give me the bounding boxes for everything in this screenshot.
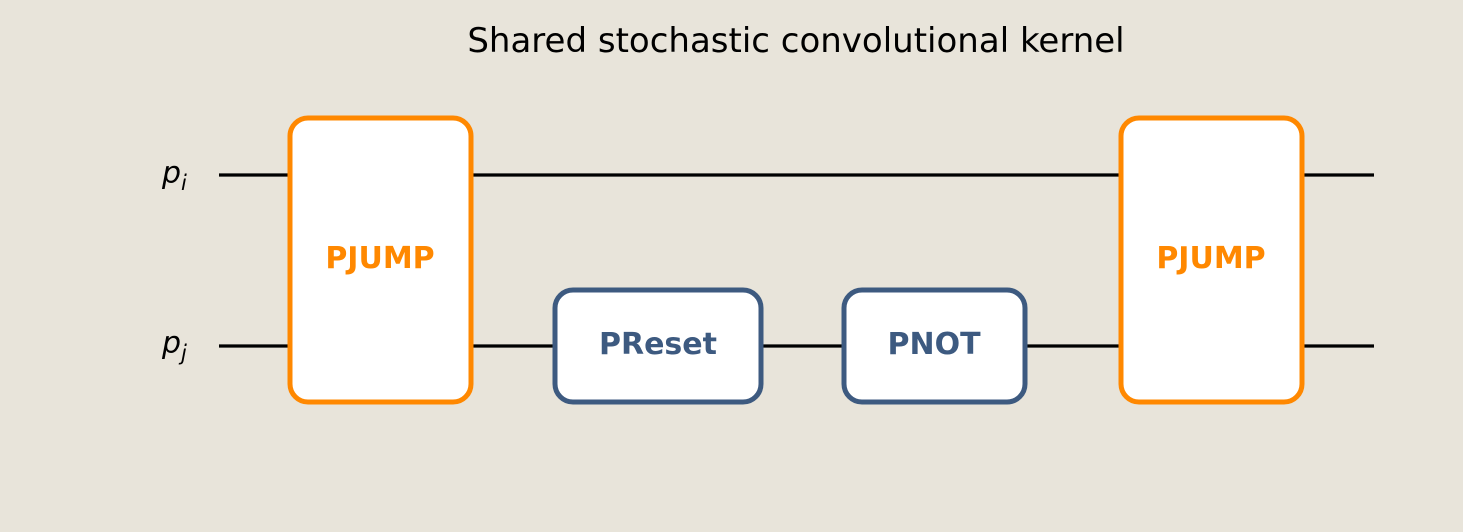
pjump-gate-left-box xyxy=(287,115,474,405)
wire-label-pi-base: p xyxy=(161,156,181,191)
pjump-gate-right-label: PJUMP xyxy=(1156,241,1265,276)
wire-label-pj-subscript: j xyxy=(178,341,187,365)
wire-label-pi-subscript: i xyxy=(181,171,187,195)
pjump-gate-right-box xyxy=(1118,115,1305,405)
preset-gate-box xyxy=(552,287,764,405)
preset-gate: PReset xyxy=(552,287,764,405)
pnot-gate-label: PNOT xyxy=(887,327,981,362)
pnot-gate: PNOT xyxy=(841,287,1028,405)
pnot-gate-box xyxy=(841,287,1028,405)
pjump-gate-left: PJUMP xyxy=(287,115,474,405)
diagram-title: Shared stochastic convolutional kernel xyxy=(467,21,1124,61)
wire-label-pj-base: p xyxy=(161,326,181,361)
wire-label-pj: pj xyxy=(161,326,187,365)
pjump-gate-left-label: PJUMP xyxy=(325,241,434,276)
pjump-gate-right: PJUMP xyxy=(1118,115,1305,405)
preset-gate-label: PReset xyxy=(599,327,717,362)
wire-label-pi: pi xyxy=(161,156,187,195)
